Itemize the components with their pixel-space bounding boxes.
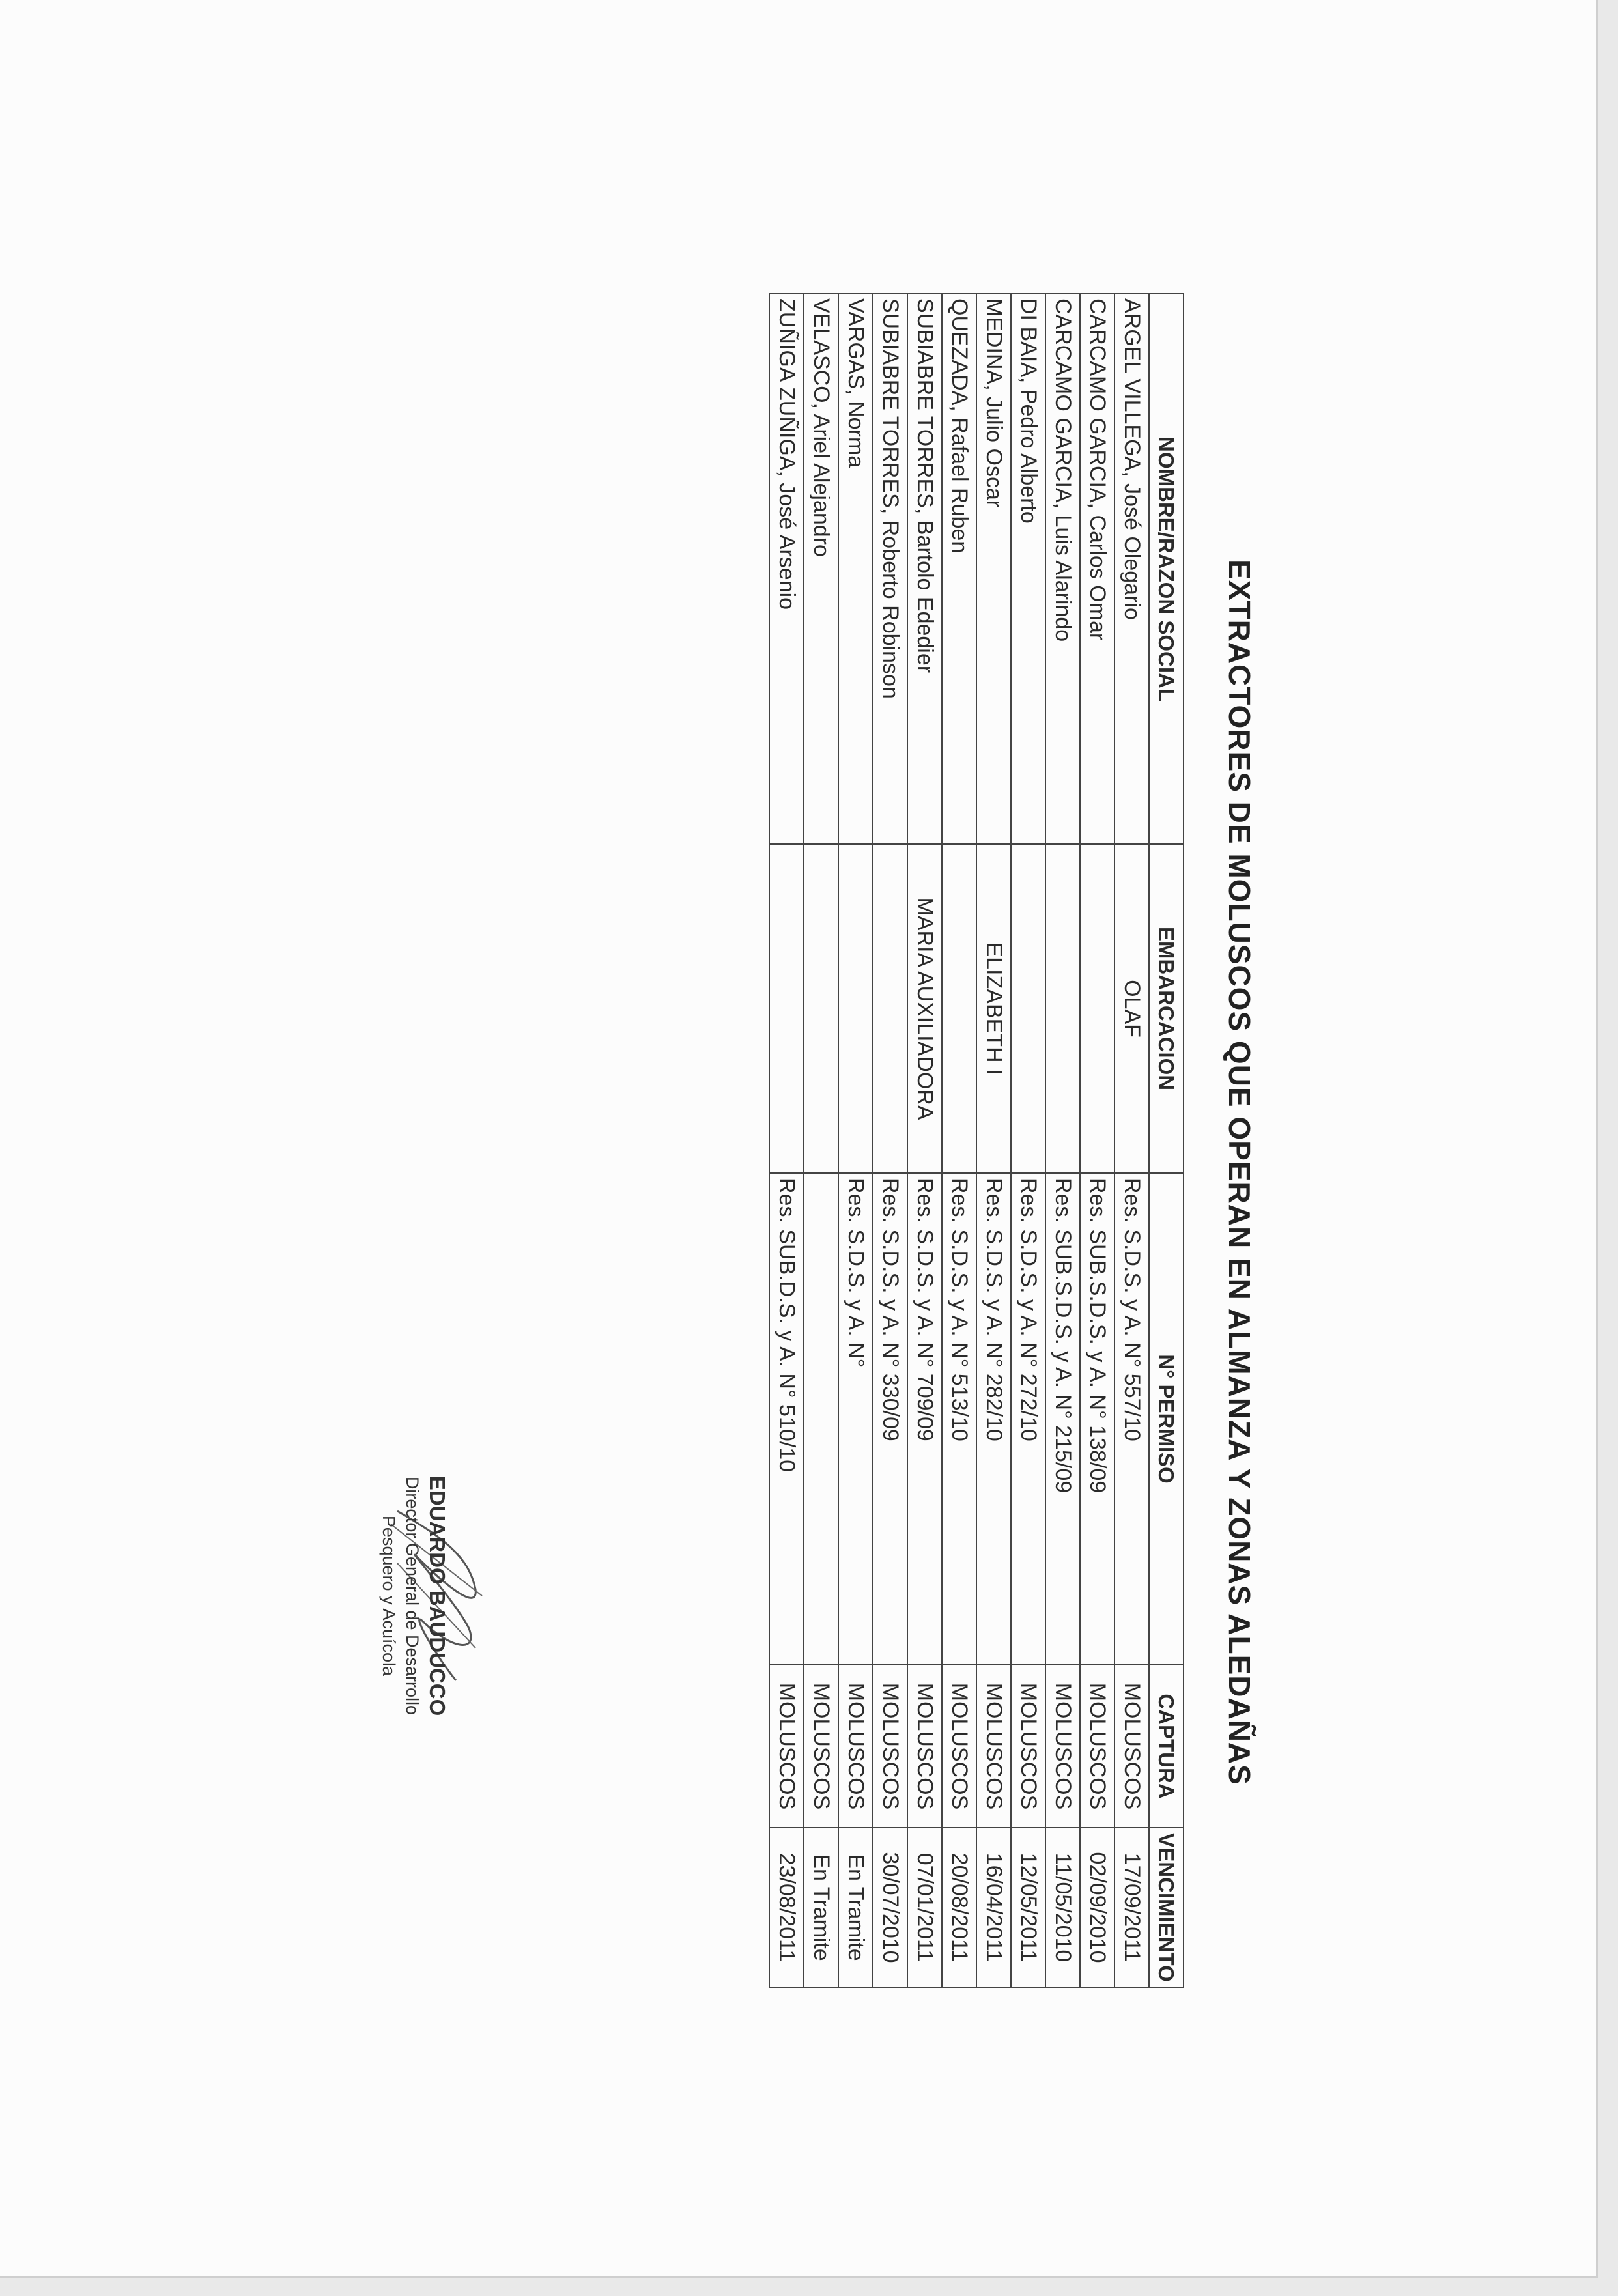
cell-permiso: Res. SUB.D.S. y A. N° 510/10 bbox=[769, 1173, 804, 1665]
cell-captura: MOLUSCOS bbox=[1045, 1665, 1080, 1828]
cell-vencimiento: 11/05/2010 bbox=[1045, 1828, 1080, 1987]
cell-permiso: Res. S.D.S. y A. N° 272/10 bbox=[1011, 1173, 1045, 1665]
document-page: EXTRACTORES DE MOLUSCOS QUE OPERAN EN AL… bbox=[0, 0, 1598, 2278]
cell-vencimiento: 17/09/2011 bbox=[1114, 1828, 1149, 1987]
signer-title-line1: Director General de Desarrollo bbox=[403, 1476, 422, 1716]
cell-permiso: Res. SUB.S.D.S. y A. N° 215/09 bbox=[1045, 1173, 1080, 1665]
cell-embarcacion bbox=[769, 844, 804, 1173]
cell-nombre: ZUÑIGA ZUÑIGA, José Arsenio bbox=[769, 294, 804, 844]
cell-vencimiento: 07/01/2011 bbox=[907, 1828, 942, 1987]
table-row: SUBIABRE TORRES, Roberto Robinson Res. S… bbox=[873, 294, 907, 1987]
header-vencimiento: VENCIMIENTO bbox=[1149, 1828, 1184, 1987]
table-row: CARCAMO GARCIA, Carlos Omar Res. SUB.S.D… bbox=[1080, 294, 1114, 1987]
cell-embarcacion bbox=[1080, 844, 1114, 1173]
cell-permiso: Res. S.D.S. y A. N° bbox=[838, 1173, 873, 1665]
table-header-row: NOMBRE/RAZON SOCIAL EMBARCACION N° PERMI… bbox=[1149, 294, 1184, 1987]
cell-embarcacion bbox=[873, 844, 907, 1173]
cell-captura: MOLUSCOS bbox=[769, 1665, 804, 1828]
cell-captura: MOLUSCOS bbox=[1114, 1665, 1149, 1828]
cell-captura: MOLUSCOS bbox=[1011, 1665, 1045, 1828]
cell-permiso: Res. SUB.S.D.S. y A. N° 138/09 bbox=[1080, 1173, 1114, 1665]
cell-nombre: MEDINA, Julio Oscar bbox=[976, 294, 1011, 844]
table-row: CARCAMO GARCIA, Luis Alarindo Res. SUB.S… bbox=[1045, 294, 1080, 1987]
document-title: EXTRACTORES DE MOLUSCOS QUE OPERAN EN AL… bbox=[1223, 560, 1256, 1785]
cell-vencimiento: 23/08/2011 bbox=[769, 1828, 804, 1987]
cell-captura: MOLUSCOS bbox=[873, 1665, 907, 1828]
signer-title-line2: Pesquero y Acuícola bbox=[379, 1515, 399, 1677]
cell-nombre: SUBIABRE TORRES, Roberto Robinson bbox=[873, 294, 907, 844]
cell-embarcacion bbox=[942, 844, 976, 1173]
cell-embarcacion bbox=[804, 844, 838, 1173]
cell-permiso: Res. S.D.S. y A. N° 282/10 bbox=[976, 1173, 1011, 1665]
cell-captura: MOLUSCOS bbox=[1080, 1665, 1114, 1828]
table-row: QUEZADA, Rafael Ruben Res. S.D.S. y A. N… bbox=[942, 294, 976, 1987]
cell-embarcacion: OLAF bbox=[1114, 844, 1149, 1173]
cell-captura: MOLUSCOS bbox=[976, 1665, 1011, 1828]
header-nombre: NOMBRE/RAZON SOCIAL bbox=[1149, 294, 1184, 844]
cell-nombre: CARCAMO GARCIA, Carlos Omar bbox=[1080, 294, 1114, 844]
header-permiso: N° PERMISO bbox=[1149, 1173, 1184, 1665]
table-row: ZUÑIGA ZUÑIGA, José Arsenio Res. SUB.D.S… bbox=[769, 294, 804, 1987]
cell-permiso bbox=[804, 1173, 838, 1665]
cell-captura: MOLUSCOS bbox=[838, 1665, 873, 1828]
cell-vencimiento: 16/04/2011 bbox=[976, 1828, 1011, 1987]
cell-nombre: VARGAS, Norma bbox=[838, 294, 873, 844]
cell-vencimiento: 20/08/2011 bbox=[942, 1828, 976, 1987]
cell-vencimiento: 02/09/2010 bbox=[1080, 1828, 1114, 1987]
cell-embarcacion: ELIZABETH I bbox=[976, 844, 1011, 1173]
cell-embarcacion bbox=[1011, 844, 1045, 1173]
table-row: ARGEL VILLEGA, José Olegario OLAF Res. S… bbox=[1114, 294, 1149, 1987]
cell-captura: MOLUSCOS bbox=[804, 1665, 838, 1828]
table-row: VELASCO, Ariel Alejandro MOLUSCOS En Tra… bbox=[804, 294, 838, 1987]
permits-table: NOMBRE/RAZON SOCIAL EMBARCACION N° PERMI… bbox=[769, 293, 1184, 1988]
table-row: VARGAS, Norma Res. S.D.S. y A. N° MOLUSC… bbox=[838, 294, 873, 1987]
cell-nombre: QUEZADA, Rafael Ruben bbox=[942, 294, 976, 844]
cell-permiso: Res. S.D.S. y A. N° 557/10 bbox=[1114, 1173, 1149, 1665]
table-row: MEDINA, Julio Oscar ELIZABETH I Res. S.D… bbox=[976, 294, 1011, 1987]
table-row: DI BAIA, Pedro Alberto Res. S.D.S. y A. … bbox=[1011, 294, 1045, 1987]
table-row: SUBIABRE TORRES, Bartolo Ededier MARIA A… bbox=[907, 294, 942, 1987]
cell-vencimiento: En Tramite bbox=[804, 1828, 838, 1987]
cell-captura: MOLUSCOS bbox=[907, 1665, 942, 1828]
signer-name: EDUARDO BAUDUCCO bbox=[425, 1475, 449, 1716]
cell-permiso: Res. S.D.S. y A. N° 513/10 bbox=[942, 1173, 976, 1665]
signature-block: EDUARDO BAUDUCCO Director General de Des… bbox=[319, 1426, 483, 1765]
cell-embarcacion: MARIA AUXILIADORA bbox=[907, 844, 942, 1173]
cell-embarcacion bbox=[1045, 844, 1080, 1173]
cell-permiso: Res. S.D.S. y A. N° 709/09 bbox=[907, 1173, 942, 1665]
cell-captura: MOLUSCOS bbox=[942, 1665, 976, 1828]
signature-scribble-icon bbox=[390, 1510, 483, 1681]
rotated-content: EXTRACTORES DE MOLUSCOS QUE OPERAN EN AL… bbox=[313, 293, 1257, 2052]
header-captura: CAPTURA bbox=[1149, 1665, 1184, 1828]
cell-nombre: VELASCO, Ariel Alejandro bbox=[804, 294, 838, 844]
cell-vencimiento: 12/05/2011 bbox=[1011, 1828, 1045, 1987]
cell-permiso: Res. S.D.S. y A. N° 330/09 bbox=[873, 1173, 907, 1665]
cell-nombre: SUBIABRE TORRES, Bartolo Ededier bbox=[907, 294, 942, 844]
cell-nombre: DI BAIA, Pedro Alberto bbox=[1011, 294, 1045, 844]
cell-vencimiento: 30/07/2010 bbox=[873, 1828, 907, 1987]
cell-embarcacion bbox=[838, 844, 873, 1173]
cell-nombre: ARGEL VILLEGA, José Olegario bbox=[1114, 294, 1149, 844]
cell-vencimiento: En Tramite bbox=[838, 1828, 873, 1987]
header-embarcacion: EMBARCACION bbox=[1149, 844, 1184, 1173]
cell-nombre: CARCAMO GARCIA, Luis Alarindo bbox=[1045, 294, 1080, 844]
